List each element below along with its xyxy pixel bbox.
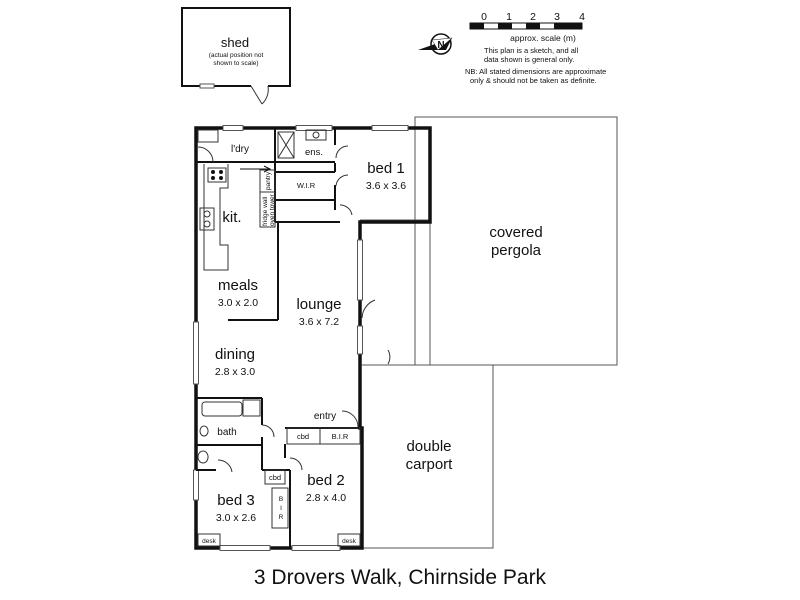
nb-note-line-2: only & should not be taken as definite. xyxy=(470,76,597,85)
laundry-label: l'dry xyxy=(231,144,249,155)
pantry-label: pantry xyxy=(265,171,272,190)
scale-tick-3: 3 xyxy=(554,11,560,23)
ensuite-label: ens. xyxy=(305,147,323,158)
fridge-label-1: fridge wall xyxy=(262,196,269,226)
scale-bar: 0 1 2 3 4 approx. scale (m) xyxy=(469,11,585,43)
bir-letter-r: R xyxy=(279,514,284,521)
sketch-note-line-1: This plan is a sketch, and all xyxy=(484,46,579,55)
meals-dims: 3.0 x 2.0 xyxy=(218,297,258,309)
fridge-label-2: oven tower xyxy=(269,193,276,226)
bed3-dims: 3.0 x 2.6 xyxy=(216,512,256,524)
entry-label: entry xyxy=(314,411,336,422)
scale-tick-4: 4 xyxy=(579,11,585,23)
carport-label-1: double xyxy=(406,438,451,455)
bir-letter-i: I xyxy=(280,505,282,512)
covered-pergola: covered pergola xyxy=(360,116,618,366)
bed3-label: bed 3 xyxy=(217,492,255,509)
north-arrow-icon: N xyxy=(418,33,453,55)
bed2-dims: 2.8 x 4.0 xyxy=(306,492,346,504)
property-address: 3 Drovers Walk, Chirnside Park xyxy=(253,566,547,589)
scale-tick-2: 2 xyxy=(530,11,536,23)
bed1-label: bed 1 xyxy=(367,160,405,177)
bed2-label: bed 2 xyxy=(307,472,345,489)
kitchen-label: kit. xyxy=(222,209,241,226)
room-labels: l'dry ens. W.I.R pantry fridge wall oven… xyxy=(202,144,406,545)
lounge-dims: 3.6 x 7.2 xyxy=(299,316,339,328)
desk-label-bed2: desk xyxy=(342,538,356,545)
scale-tick-0: 0 xyxy=(481,11,487,23)
cbd-label-hall: cbd xyxy=(297,432,309,441)
shed-note-line-2: shown to scale) xyxy=(213,60,258,67)
wir-label: W.I.R xyxy=(297,181,316,190)
lounge-label: lounge xyxy=(296,296,341,313)
sketch-note-line-2: data shown is general only. xyxy=(484,55,574,64)
bir-letter-b: B xyxy=(279,496,283,503)
interior-walls xyxy=(196,128,391,548)
meals-label: meals xyxy=(218,277,258,294)
scale-label: approx. scale (m) xyxy=(510,33,576,43)
dining-dims: 2.8 x 3.0 xyxy=(215,366,255,378)
plan-notes: This plan is a sketch, and all data show… xyxy=(465,46,606,85)
double-carport: double carport xyxy=(362,364,494,549)
cbd-label-bed3: cbd xyxy=(269,473,281,482)
bir-label-hall: B.I.R xyxy=(332,432,349,441)
dining-label: dining xyxy=(215,346,255,363)
north-label: N xyxy=(437,40,444,51)
shed-note-line-1: (actual position not xyxy=(209,52,264,59)
nb-note-line-1: NB: All stated dimensions are approximat… xyxy=(465,67,606,76)
shed: shed (actual position not shown to scale… xyxy=(181,7,291,105)
pergola-label-2: pergola xyxy=(491,242,542,259)
bed1-dims: 3.6 x 3.6 xyxy=(366,180,406,192)
carport-label-2: carport xyxy=(406,456,454,473)
scale-tick-1: 1 xyxy=(506,11,512,23)
pergola-label-1: covered xyxy=(489,224,542,241)
bath-label: bath xyxy=(217,427,236,438)
desk-label-bed3: desk xyxy=(202,538,216,545)
shed-label: shed xyxy=(221,35,249,50)
